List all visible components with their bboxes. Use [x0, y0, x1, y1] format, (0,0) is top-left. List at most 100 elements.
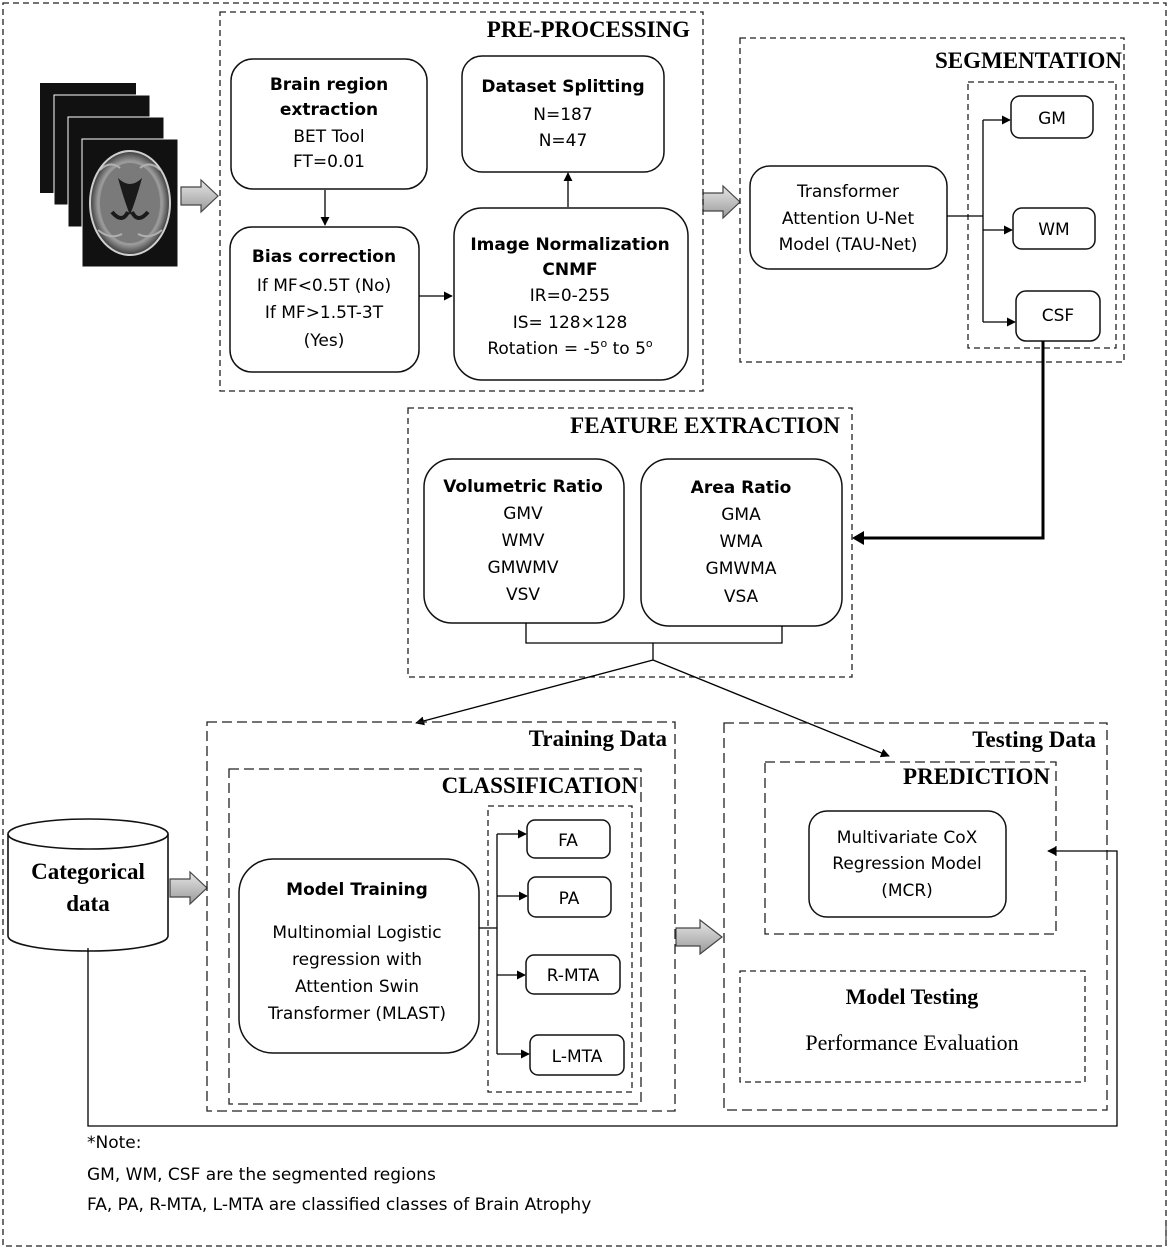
csf-label: CSF	[1042, 306, 1074, 326]
wm-label: WM	[1038, 220, 1069, 240]
gm-label: GM	[1038, 109, 1066, 129]
volumetric-item-2: WMV	[501, 531, 544, 551]
flow-arrow-input	[180, 178, 219, 214]
training-data-section	[206, 721, 676, 1112]
mcr-line-3: (MCR)	[881, 881, 933, 901]
note-line-1: GM, WM, CSF are the segmented regions	[87, 1165, 436, 1185]
mcr-line-1: Multivariate CoX	[837, 828, 978, 848]
tau-net-line-1: Transformer	[796, 182, 899, 202]
mcr-box: Multivariate CoX Regression Model (MCR)	[808, 810, 1007, 918]
pa-label: PA	[559, 889, 580, 909]
rmta-box: R-MTA	[525, 954, 621, 995]
classification-section	[228, 768, 642, 1105]
volumetric-item-4: VSV	[506, 585, 540, 605]
dataset-splitting-line-2: N=47	[539, 131, 588, 151]
image-normalization-box: Image Normalization CNMF IR=0-255 IS= 12…	[453, 207, 689, 381]
model-training-line-4: Transformer (MLAST)	[267, 1004, 446, 1024]
flow-arrow-testing	[675, 918, 723, 956]
model-training-line-2: regression with	[292, 950, 422, 970]
rmta-label: R-MTA	[547, 966, 600, 986]
arrow-to-training	[415, 659, 654, 726]
feature-extraction-section	[407, 407, 853, 678]
arrow-segmentation-to-features	[862, 341, 1045, 540]
training-data-heading: Training Data	[529, 726, 668, 751]
dataset-splitting-line-1: N=187	[533, 105, 592, 125]
model-training-line-3: Attention Swin	[295, 977, 419, 997]
feature-extraction-heading: FEATURE EXTRACTION	[570, 413, 840, 438]
bias-correction-line-2: If MF>1.5T-3T	[265, 303, 384, 323]
area-title: Area Ratio	[691, 478, 792, 498]
prediction-heading: PREDICTION	[903, 764, 1050, 789]
lmta-label: L-MTA	[552, 1047, 603, 1067]
categorical-feedback-line	[87, 846, 1118, 1127]
normalization-title-2: CNMF	[542, 260, 597, 280]
categorical-line-2: data	[66, 891, 110, 916]
volumetric-title: Volumetric Ratio	[443, 477, 603, 497]
brain-extraction-line-1: BET Tool	[293, 127, 364, 147]
classification-branch-lines	[479, 834, 498, 1054]
area-item-3: GMWMA	[706, 559, 777, 579]
normalization-line-2: IS= 128×128	[513, 313, 628, 333]
normalization-line-1: IR=0-255	[530, 286, 610, 306]
segmentation-output-group	[967, 81, 1117, 349]
flow-arrow-segmentation	[702, 184, 741, 220]
bias-correction-line-1: If MF<0.5T (No)	[257, 276, 391, 296]
model-training-line-1: Multinomial Logistic	[272, 923, 441, 943]
model-training-box: Model Training Multinomial Logistic regr…	[238, 858, 480, 1054]
fa-label: FA	[558, 831, 578, 851]
segmentation-heading: SEGMENTATION	[935, 48, 1122, 73]
preprocessing-heading: PRE-PROCESSING	[487, 17, 690, 42]
normalization-rotation: Rotation = -5o to 5o	[487, 337, 653, 359]
model-testing-title: Model Testing	[846, 984, 979, 1009]
dataset-splitting-box: Dataset Splitting N=187 N=47	[461, 55, 665, 173]
area-ratio-box: Area Ratio GMA WMA GMWMA VSA	[640, 458, 843, 627]
lmta-box: L-MTA	[529, 1034, 625, 1076]
tau-net-line-3: Model (TAU-Net)	[779, 235, 918, 255]
tau-net-box: Transformer Attention U-Net Model (TAU-N…	[749, 165, 948, 270]
dataset-splitting-title: Dataset Splitting	[481, 77, 644, 97]
segmentation-section	[739, 37, 1125, 363]
model-testing-subtitle: Performance Evaluation	[805, 1030, 1018, 1055]
gm-box: GM	[1010, 95, 1094, 139]
model-testing-box: Model Testing Performance Evaluation	[739, 970, 1086, 1083]
area-item-4: VSA	[724, 587, 759, 607]
bias-correction-line-3: (Yes)	[304, 331, 345, 351]
bias-correction-title: Bias correction	[252, 247, 396, 267]
volumetric-ratio-box: Volumetric Ratio GMV WMV GMWMV VSV	[423, 458, 625, 624]
segmentation-branch-lines	[947, 120, 984, 322]
bias-correction-box: Bias correction If MF<0.5T (No) If MF>1.…	[229, 226, 420, 373]
note-line-2: FA, PA, R-MTA, L-MTA are classified clas…	[87, 1195, 591, 1215]
testing-data-heading: Testing Data	[972, 727, 1096, 752]
pa-box: PA	[527, 876, 612, 918]
arrow-to-testing	[652, 659, 890, 758]
note-heading: *Note:	[87, 1133, 141, 1153]
csf-box: CSF	[1015, 290, 1101, 342]
brain-extraction-title-2: extraction	[280, 100, 378, 120]
class-output-group	[487, 805, 633, 1093]
mcr-line-2: Regression Model	[832, 854, 981, 874]
model-training-title: Model Training	[286, 880, 428, 900]
fa-box: FA	[526, 819, 611, 859]
categorical-line-1: Categorical	[31, 859, 145, 884]
brain-extraction-box: Brain region extraction BET Tool FT=0.01	[230, 58, 428, 190]
categorical-data-cylinder: Categorical data	[7, 818, 169, 952]
preprocessing-section	[219, 11, 704, 392]
volumetric-item-3: GMWMV	[488, 558, 559, 578]
area-item-2: WMA	[719, 532, 762, 552]
volumetric-item-1: GMV	[503, 504, 543, 524]
brain-extraction-line-2: FT=0.01	[293, 152, 365, 172]
mri-image-stack	[40, 83, 179, 268]
normalization-title-1: Image Normalization	[470, 235, 669, 255]
classification-heading: CLASSIFICATION	[442, 773, 639, 798]
tau-net-line-2: Attention U-Net	[782, 209, 915, 229]
area-item-1: GMA	[721, 505, 761, 525]
arrow-head-features	[852, 531, 864, 545]
flow-arrow-categorical	[169, 870, 208, 906]
testing-data-section	[723, 722, 1108, 1111]
brain-extraction-title-1: Brain region	[270, 75, 388, 95]
wm-box: WM	[1012, 207, 1096, 250]
feature-merge-bracket	[525, 623, 783, 660]
